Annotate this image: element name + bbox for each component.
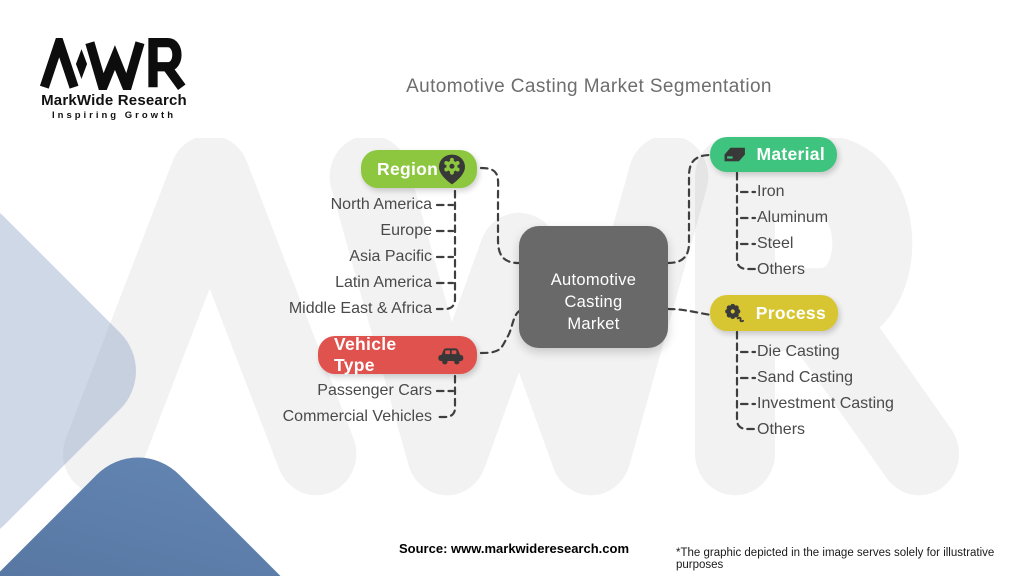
list-item: Investment Casting xyxy=(757,395,894,412)
center-node-line: Casting xyxy=(564,293,623,311)
badge-process: Process xyxy=(710,295,838,331)
list-item: Steel xyxy=(757,235,794,252)
badge-vehicle-type-label: Vehicle Type xyxy=(334,334,397,375)
list-item: Sand Casting xyxy=(757,369,854,386)
badge-material: Material xyxy=(710,137,837,172)
metal-ingot-icon xyxy=(724,147,745,162)
list-item: Commercial Vehicles xyxy=(282,408,432,425)
logo-tagline: Inspiring Growth xyxy=(52,110,176,121)
source-text: Source: www.markwideresearch.com xyxy=(399,541,630,556)
list-item: Passenger Cars xyxy=(317,382,432,399)
list-item: Latin America xyxy=(335,274,432,291)
badge-region: Region xyxy=(361,150,477,188)
list-item: Iron xyxy=(757,183,785,200)
car-icon xyxy=(438,348,464,365)
list-item: Others xyxy=(757,261,806,278)
badge-region-label: Region xyxy=(377,158,439,179)
badge-vehicle-type: Vehicle Type xyxy=(318,334,477,375)
center-node-line: Market xyxy=(567,315,620,333)
list-item: North America xyxy=(330,196,432,213)
list-item: Asia Pacific xyxy=(349,248,432,265)
page-title: Automotive Casting Market Segmentation xyxy=(406,76,772,97)
gear-flower-icon xyxy=(725,303,745,322)
markwide-logo: MarkWide Research Inspiring Growth xyxy=(33,38,195,121)
list-item: Die Casting xyxy=(757,343,840,360)
badge-material-label: Material xyxy=(756,144,825,164)
vehicle-type-items: Passenger Cars Commercial Vehicles xyxy=(230,378,432,430)
disclaimer-text: *The graphic depicted in the image serve… xyxy=(676,547,995,571)
mwr-logo-icon xyxy=(39,38,186,90)
list-item: Middle East & Africa xyxy=(288,300,432,317)
center-node-line: Automotive xyxy=(550,271,637,289)
map-pin-gear-icon xyxy=(439,154,466,184)
logo-company-name: MarkWide Research xyxy=(41,92,187,109)
process-items: Die Casting Sand Casting Investment Cast… xyxy=(757,339,997,443)
list-item: Others xyxy=(757,421,806,438)
badge-process-label: Process xyxy=(755,302,826,323)
list-item: Europe xyxy=(380,222,432,239)
list-item: Aluminum xyxy=(757,209,829,226)
material-items: Iron Aluminum Steel Others xyxy=(757,179,977,283)
region-items: North America Europe Asia Pacific Latin … xyxy=(230,192,432,322)
center-node-automotive-casting-market: Automotive Casting Market xyxy=(519,226,668,348)
